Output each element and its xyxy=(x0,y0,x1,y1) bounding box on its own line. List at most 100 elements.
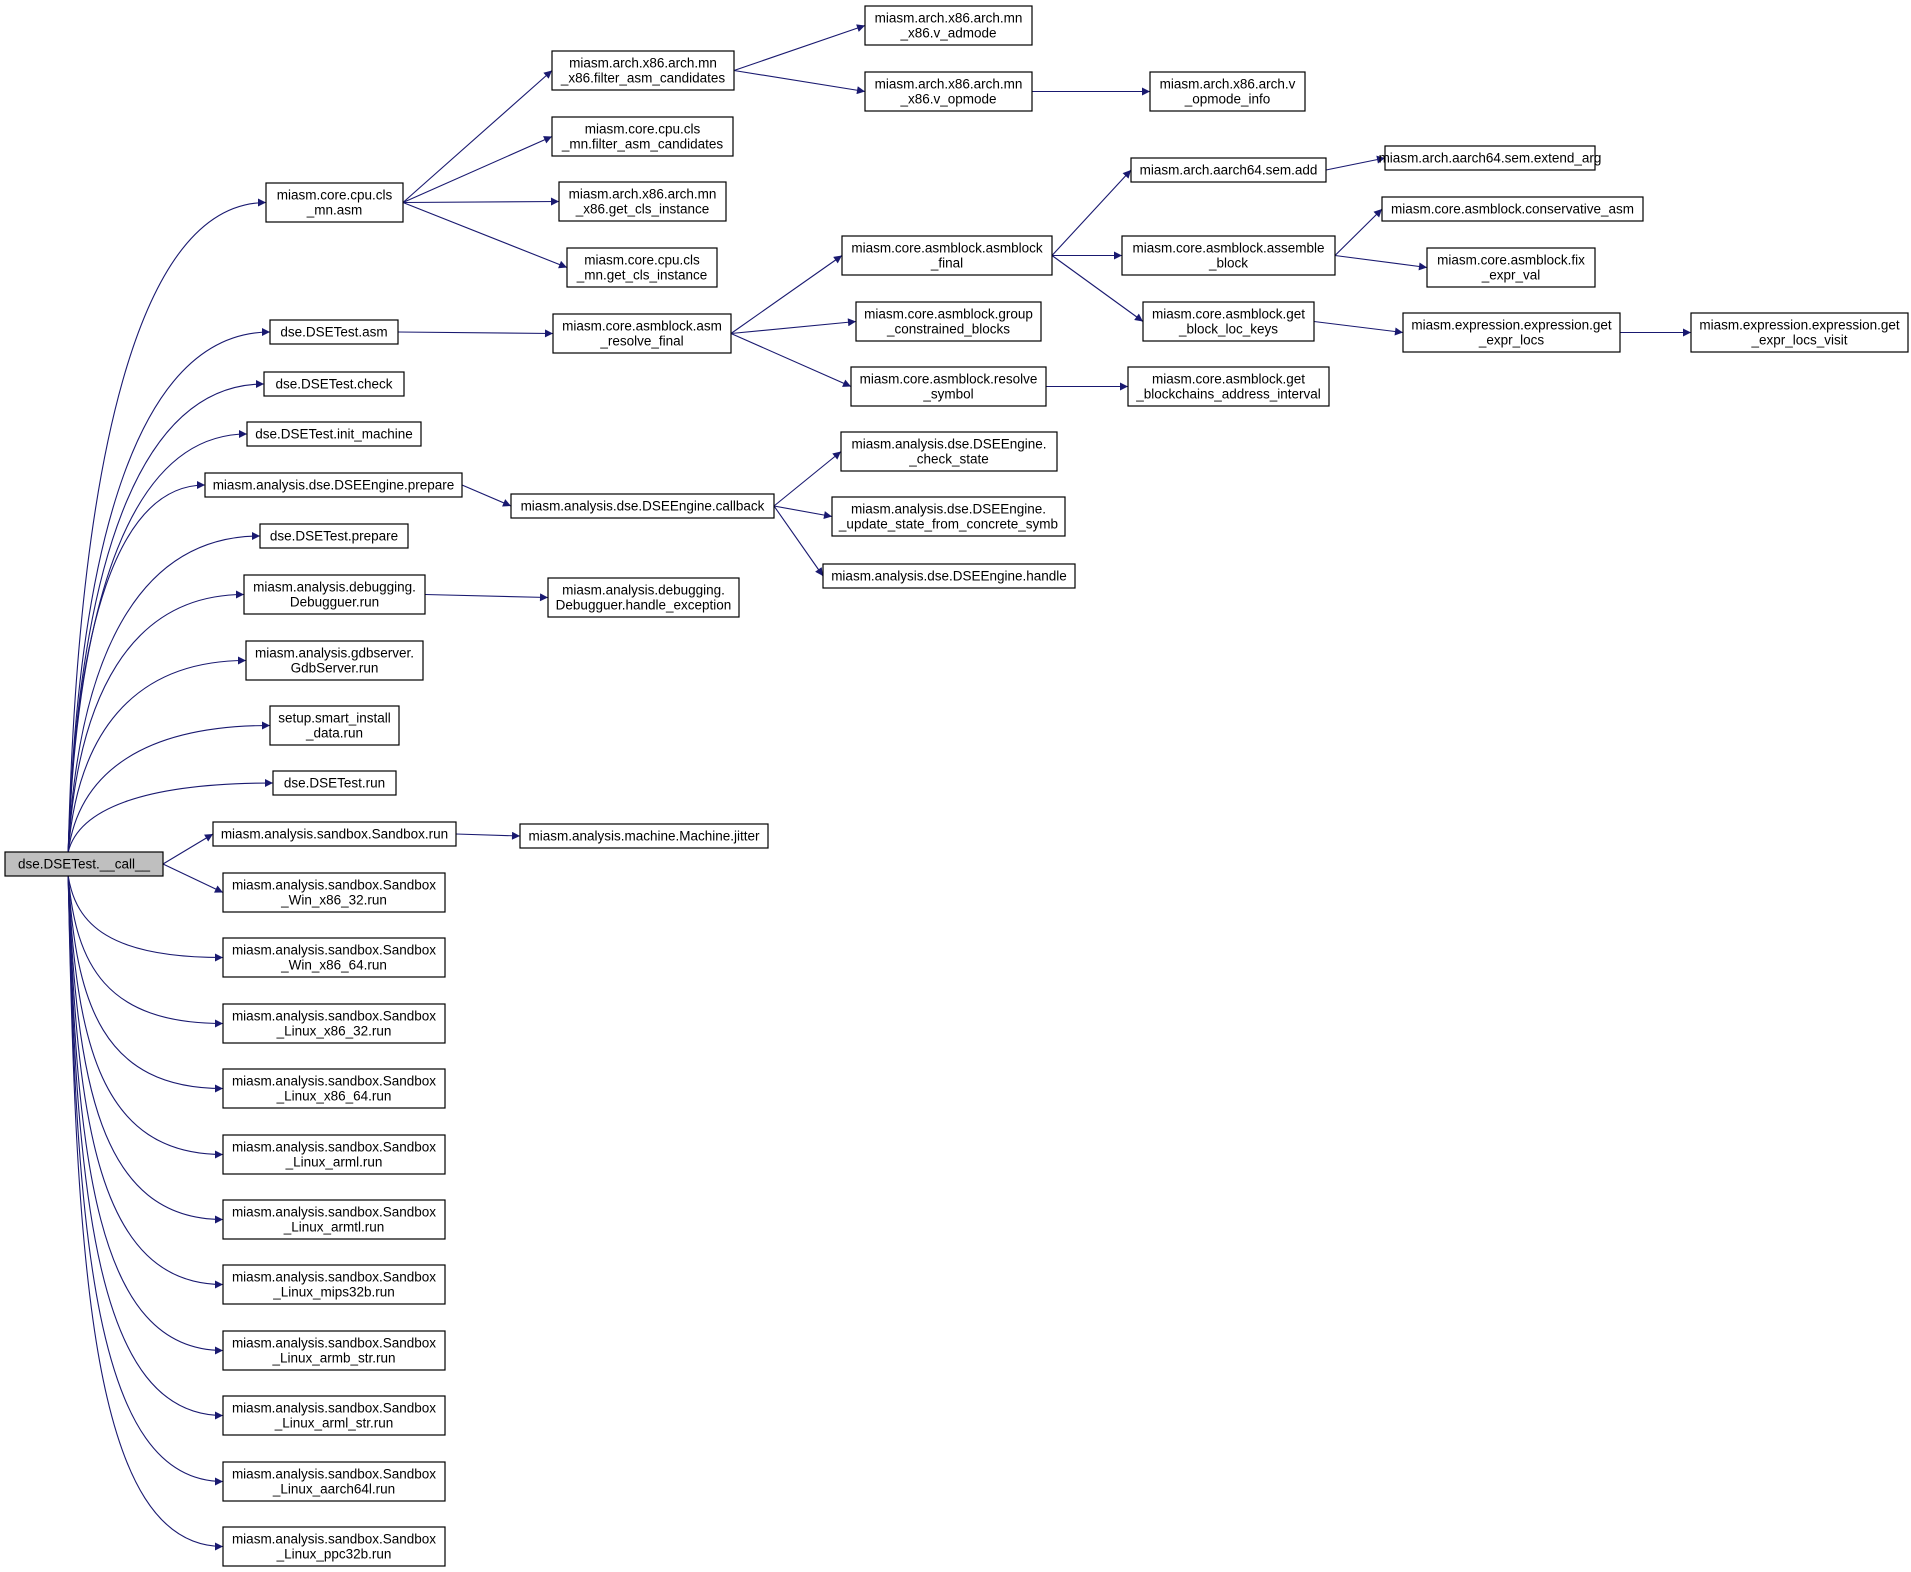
node-extend-arg[interactable]: miasm.arch.aarch64.sem.extend_arg xyxy=(1379,145,1602,171)
edge-root-to-debugger-run xyxy=(67,590,245,853)
node-layer: dse.DSETest.__call__miasm.core.cpu.cls_m… xyxy=(4,5,1909,1567)
node-admode[interactable]: miasm.arch.x86.arch.mn_x86.v_admode xyxy=(864,5,1033,46)
node-label: miasm.analysis.sandbox.Sandbox xyxy=(232,1009,436,1024)
edge-root-to-sb-lin32 xyxy=(67,875,224,1028)
node-engine-prepare[interactable]: miasm.analysis.dse.DSEEngine.prepare xyxy=(204,472,463,498)
node-sb-lin64[interactable]: miasm.analysis.sandbox.Sandbox_Linux_x86… xyxy=(222,1068,446,1109)
node-sb-mips[interactable]: miasm.analysis.sandbox.Sandbox_Linux_mip… xyxy=(222,1264,446,1305)
node-label: _x86.filter_asm_candidates xyxy=(560,71,726,86)
node-opmode-info[interactable]: miasm.arch.x86.arch.v_opmode_info xyxy=(1149,71,1306,112)
node-sb-lin32[interactable]: miasm.analysis.sandbox.Sandbox_Linux_x86… xyxy=(222,1003,446,1044)
node-label: _constrained_blocks xyxy=(886,322,1010,337)
node-box xyxy=(222,1264,446,1305)
node-box xyxy=(551,116,734,157)
edge-sem-add-to-extend-arg xyxy=(1325,155,1386,171)
node-x86-filter[interactable]: miasm.arch.x86.arch.mn_x86.filter_asm_ca… xyxy=(551,50,735,91)
node-asm-resolve[interactable]: miasm.core.asmblock.asm_resolve_final xyxy=(552,313,732,354)
edge-x86-filter-to-admode xyxy=(733,24,866,72)
node-label: miasm.arch.aarch64.sem.add xyxy=(1140,163,1318,178)
node-box xyxy=(263,371,405,397)
node-handle-exc[interactable]: miasm.analysis.debugging.Debugguer.handl… xyxy=(547,577,740,618)
node-setup-run[interactable]: setup.smart_install_data.run xyxy=(269,705,400,746)
node-label: _symbol xyxy=(922,387,973,402)
edge-root-to-dse-run xyxy=(67,779,274,853)
node-label: _block_loc_keys xyxy=(1178,322,1278,337)
edge-root-to-core-asm xyxy=(67,198,267,853)
node-label: _Linux_x86_64.run xyxy=(276,1089,392,1104)
node-dse-prepare[interactable]: dse.DSETest.prepare xyxy=(259,523,409,549)
edge-x86-filter-to-opmode xyxy=(733,69,866,95)
edge-root-to-sb-arml xyxy=(67,875,224,1159)
node-asmblock-final[interactable]: miasm.core.asmblock.asmblock_final xyxy=(841,235,1053,276)
node-sb-win64[interactable]: miasm.analysis.sandbox.Sandbox_Win_x86_6… xyxy=(222,937,446,978)
node-sb-armlstr[interactable]: miasm.analysis.sandbox.Sandbox_Linux_arm… xyxy=(222,1395,446,1436)
node-label: miasm.core.asmblock.resolve xyxy=(860,372,1038,387)
node-box xyxy=(510,493,775,519)
node-sandbox-run[interactable]: miasm.analysis.sandbox.Sandbox.run xyxy=(212,821,457,847)
node-update-state[interactable]: miasm.analysis.dse.DSEEngine._update_sta… xyxy=(831,496,1066,537)
node-opmode[interactable]: miasm.arch.x86.arch.mn_x86.v_opmode xyxy=(864,71,1033,112)
node-label: miasm.arch.x86.arch.mn xyxy=(569,56,717,71)
node-core-asm[interactable]: miasm.core.cpu.cls_mn.asm xyxy=(265,182,404,223)
node-resolve-symbol[interactable]: miasm.core.asmblock.resolve_symbol xyxy=(850,366,1047,407)
node-box xyxy=(1130,157,1327,183)
node-sb-aarch[interactable]: miasm.analysis.sandbox.Sandbox_Linux_aar… xyxy=(222,1461,446,1502)
node-cpu-getcls[interactable]: miasm.core.cpu.cls_mn.get_cls_instance xyxy=(566,247,718,288)
node-label: _x86.v_admode xyxy=(899,26,996,41)
node-label: miasm.analysis.sandbox.Sandbox xyxy=(232,1532,436,1547)
edge-root-to-dse-check xyxy=(67,380,265,853)
node-dse-asm[interactable]: dse.DSETest.asm xyxy=(269,319,399,345)
node-dse-run[interactable]: dse.DSETest.run xyxy=(272,770,397,796)
node-box xyxy=(259,523,409,549)
node-label: _Linux_armb_str.run xyxy=(271,1351,395,1366)
node-fix-expr[interactable]: miasm.core.asmblock.fix_expr_val xyxy=(1426,247,1596,288)
node-group-blocks[interactable]: miasm.core.asmblock.group_constrained_bl… xyxy=(855,301,1042,342)
edge-sandbox-run-to-jitter xyxy=(455,831,521,840)
node-sem-add[interactable]: miasm.arch.aarch64.sem.add xyxy=(1130,157,1327,183)
edge-root-to-sandbox-run xyxy=(162,833,214,865)
node-label: _Linux_ppc32b.run xyxy=(276,1547,392,1562)
edge-asmblock-final-to-get-loc-keys xyxy=(1051,255,1144,322)
node-box xyxy=(1127,366,1330,407)
node-label: _Linux_mips32b.run xyxy=(272,1285,395,1300)
node-root[interactable]: dse.DSETest.__call__ xyxy=(4,851,164,877)
edge-root-to-sb-armtl xyxy=(67,875,224,1224)
edge-root-to-dse-asm xyxy=(67,328,271,853)
node-label: _mn.asm xyxy=(306,203,363,218)
edge-assemble-block-to-fix-expr xyxy=(1334,254,1428,271)
node-get-loc-keys[interactable]: miasm.core.asmblock.get_block_loc_keys xyxy=(1142,301,1315,342)
node-x86-getcls[interactable]: miasm.arch.x86.arch.mn_x86.get_cls_insta… xyxy=(558,181,727,222)
node-box xyxy=(566,247,718,288)
node-conservative[interactable]: miasm.core.asmblock.conservative_asm xyxy=(1381,196,1644,222)
node-sb-win32[interactable]: miasm.analysis.sandbox.Sandbox_Win_x86_3… xyxy=(222,872,446,913)
edge-engine-prepare-to-callback xyxy=(461,484,512,507)
node-label: _check_state xyxy=(908,452,989,467)
node-label: GdbServer.run xyxy=(291,661,379,676)
node-check-state[interactable]: miasm.analysis.dse.DSEEngine._check_stat… xyxy=(840,431,1058,472)
node-jitter[interactable]: miasm.analysis.machine.Machine.jitter xyxy=(519,823,769,849)
edge-root-to-sb-win64 xyxy=(67,875,224,962)
node-label: miasm.arch.x86.arch.mn xyxy=(569,187,717,202)
node-sb-arml[interactable]: miasm.analysis.sandbox.Sandbox_Linux_arm… xyxy=(222,1134,446,1175)
node-label: miasm.core.cpu.cls xyxy=(585,122,701,137)
node-expr-locs-visit[interactable]: miasm.expression.expression.get_expr_loc… xyxy=(1690,312,1909,353)
node-expr-locs[interactable]: miasm.expression.expression.get_expr_loc… xyxy=(1402,312,1621,353)
node-box xyxy=(222,1003,446,1044)
node-label: miasm.core.asmblock.group xyxy=(864,307,1033,322)
node-cpu-filter[interactable]: miasm.core.cpu.cls_mn.filter_asm_candida… xyxy=(551,116,734,157)
node-gdb-run[interactable]: miasm.analysis.gdbserver.GdbServer.run xyxy=(245,640,424,681)
node-box xyxy=(222,872,446,913)
node-dse-init[interactable]: dse.DSETest.init_machine xyxy=(246,421,422,447)
node-sb-armb[interactable]: miasm.analysis.sandbox.Sandbox_Linux_arm… xyxy=(222,1330,446,1371)
edge-core-asm-to-cpu-getcls xyxy=(402,201,568,269)
node-sb-ppc[interactable]: miasm.analysis.sandbox.Sandbox_Linux_ppc… xyxy=(222,1526,446,1567)
node-label: miasm.analysis.sandbox.Sandbox.run xyxy=(221,827,448,842)
node-blockchains[interactable]: miasm.core.asmblock.get_blockchains_addr… xyxy=(1127,366,1330,407)
edge-root-to-sb-armb xyxy=(67,875,224,1355)
node-debugger-run[interactable]: miasm.analysis.debugging.Debugguer.run xyxy=(243,574,426,615)
node-callback[interactable]: miasm.analysis.dse.DSEEngine.callback xyxy=(510,493,775,519)
node-dse-check[interactable]: dse.DSETest.check xyxy=(263,371,405,397)
node-sb-armtl[interactable]: miasm.analysis.sandbox.Sandbox_Linux_arm… xyxy=(222,1199,446,1240)
node-handle[interactable]: miasm.analysis.dse.DSEEngine.handle xyxy=(822,563,1076,589)
node-assemble-block[interactable]: miasm.core.asmblock.assemble_block xyxy=(1121,235,1336,276)
